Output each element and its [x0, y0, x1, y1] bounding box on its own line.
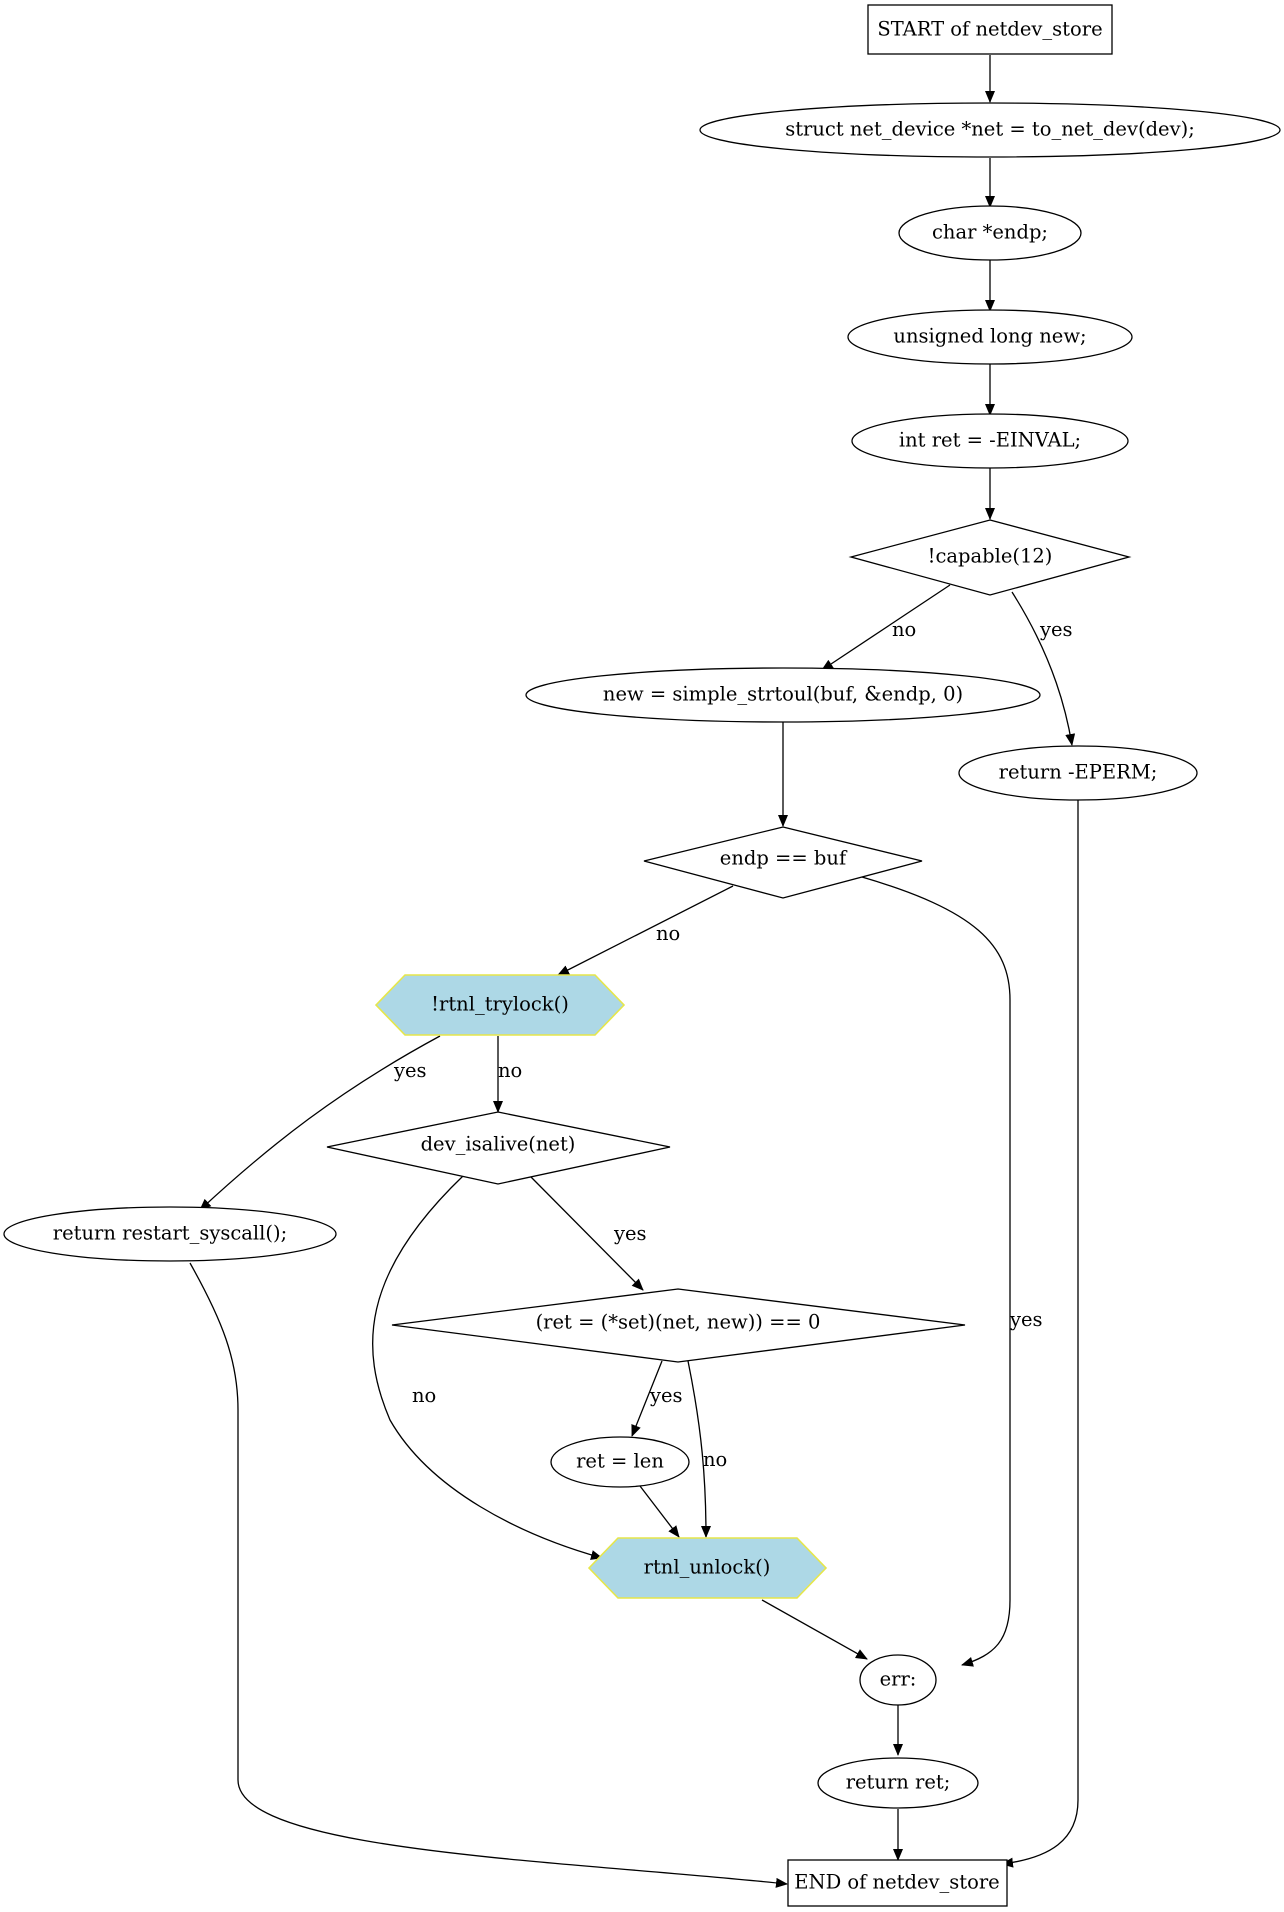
label-trylock-no: no: [498, 1059, 522, 1082]
node-cond-endp-label: endp == buf: [720, 847, 848, 870]
edge-assign-ret-to-unlock: [639, 1485, 680, 1538]
node-cond-isalive-shape: [326, 1111, 671, 1185]
node-assign-new-label: new = simple_strtoul(buf, &endp, 0): [603, 683, 963, 706]
node-decl-ret-shape: [851, 413, 1129, 469]
node-assign-ret: ret = len: [550, 1436, 690, 1488]
node-assign-new: new = simple_strtoul(buf, &endp, 0): [525, 667, 1041, 723]
edge-endp-no: [557, 885, 734, 976]
node-ret-ret-label: return ret;: [846, 1771, 951, 1794]
node-cond-capable-shape: [848, 519, 1132, 596]
label-trylock-yes: yes: [393, 1059, 427, 1082]
label-capable-yes: yes: [1039, 618, 1073, 641]
label-isalive-yes: yes: [613, 1222, 647, 1245]
node-assign-new-shape: [525, 667, 1041, 723]
edge-capable-yes: [1011, 591, 1076, 746]
node-cond-set-shape: [391, 1288, 966, 1363]
edge-isalive-no: [372, 1175, 603, 1560]
edge-capable-no: [821, 584, 951, 671]
node-ret-eperm-shape: [958, 745, 1198, 801]
edges: [189, 55, 1079, 1888]
node-decl-new-shape: [847, 309, 1133, 365]
node-cond-endp-shape: [643, 826, 923, 899]
edge-restart-to-end: [189, 1262, 788, 1888]
edge-endp-yes: [861, 876, 1011, 1667]
node-ret-restart-shape: [3, 1206, 337, 1262]
node-decl-net-label: struct net_device *net = to_net_dev(dev)…: [785, 118, 1195, 141]
node-assign-ret-label: ret = len: [576, 1450, 664, 1473]
node-decl-endp-shape: [898, 205, 1082, 261]
node-decl-net: struct net_device *net = to_net_dev(dev)…: [699, 102, 1281, 158]
node-cond-trylock-label: !rtnl_trylock(): [431, 993, 569, 1016]
node-decl-ret: int ret = -EINVAL;: [851, 413, 1129, 469]
edge-trylock-yes: [199, 1035, 441, 1211]
node-decl-endp-label: char *endp;: [932, 221, 1048, 244]
node-cond-set-label: (ret = (*set)(net, new)) == 0: [536, 1311, 821, 1334]
node-ret-eperm: return -EPERM;: [958, 745, 1198, 801]
node-cond-endp: endp == buf: [643, 826, 923, 899]
node-decl-net-shape: [699, 102, 1281, 158]
node-cond-capable: !capable(12): [848, 519, 1132, 596]
label-endp-no: no: [656, 922, 680, 945]
node-decl-new: unsigned long new;: [847, 309, 1133, 365]
edge-labels: no yes no yes yes no yes no yes no: [393, 618, 1073, 1471]
label-endp-yes: yes: [1009, 1308, 1043, 1331]
node-decl-new-label: unsigned long new;: [893, 325, 1086, 348]
node-cond-trylock: !rtnl_trylock(): [374, 974, 626, 1036]
node-assign-ret-shape: [550, 1436, 690, 1488]
node-decl-endp: char *endp;: [898, 205, 1082, 261]
node-ret-eperm-label: return -EPERM;: [999, 761, 1158, 784]
node-cond-isalive-label: dev_isalive(net): [421, 1133, 576, 1156]
node-rtnl-unlock: rtnl_unlock(): [587, 1537, 828, 1599]
node-cond-capable-label: !capable(12): [928, 545, 1053, 568]
node-start-shape: [867, 4, 1113, 55]
node-cond-set: (ret = (*set)(net, new)) == 0: [391, 1288, 966, 1363]
node-start: START of netdev_store: [867, 4, 1113, 55]
node-cond-trylock-shape: [374, 974, 626, 1036]
edge-set-no: [687, 1360, 711, 1538]
node-end-shape: [787, 1859, 1008, 1907]
node-ret-restart-label: return restart_syscall();: [53, 1222, 287, 1245]
node-start-label: START of netdev_store: [877, 18, 1102, 41]
label-set-no: no: [703, 1448, 727, 1471]
node-label-err-label: err:: [880, 1668, 917, 1691]
edge-eperm-to-end: [1001, 800, 1079, 1868]
node-ret-ret: return ret;: [817, 1757, 979, 1809]
node-ret-restart: return restart_syscall();: [3, 1206, 337, 1262]
node-ret-ret-shape: [817, 1757, 979, 1809]
label-isalive-no: no: [412, 1384, 436, 1407]
nodes: START of netdev_store struct net_device …: [3, 4, 1281, 1907]
label-capable-no: no: [892, 618, 916, 641]
node-rtnl-unlock-shape: [587, 1537, 828, 1599]
edge-isalive-yes: [529, 1175, 644, 1291]
node-label-err-shape: [859, 1654, 937, 1706]
node-decl-ret-label: int ret = -EINVAL;: [899, 429, 1081, 452]
label-set-yes: yes: [649, 1384, 683, 1407]
node-cond-isalive: dev_isalive(net): [326, 1111, 671, 1185]
edge-set-yes: [631, 1360, 663, 1437]
edge-unlock-to-err: [761, 1599, 868, 1660]
node-label-err: err:: [859, 1654, 937, 1706]
node-end: END of netdev_store: [787, 1859, 1008, 1907]
node-rtnl-unlock-label: rtnl_unlock(): [644, 1556, 771, 1579]
node-end-label: END of netdev_store: [794, 1871, 999, 1894]
